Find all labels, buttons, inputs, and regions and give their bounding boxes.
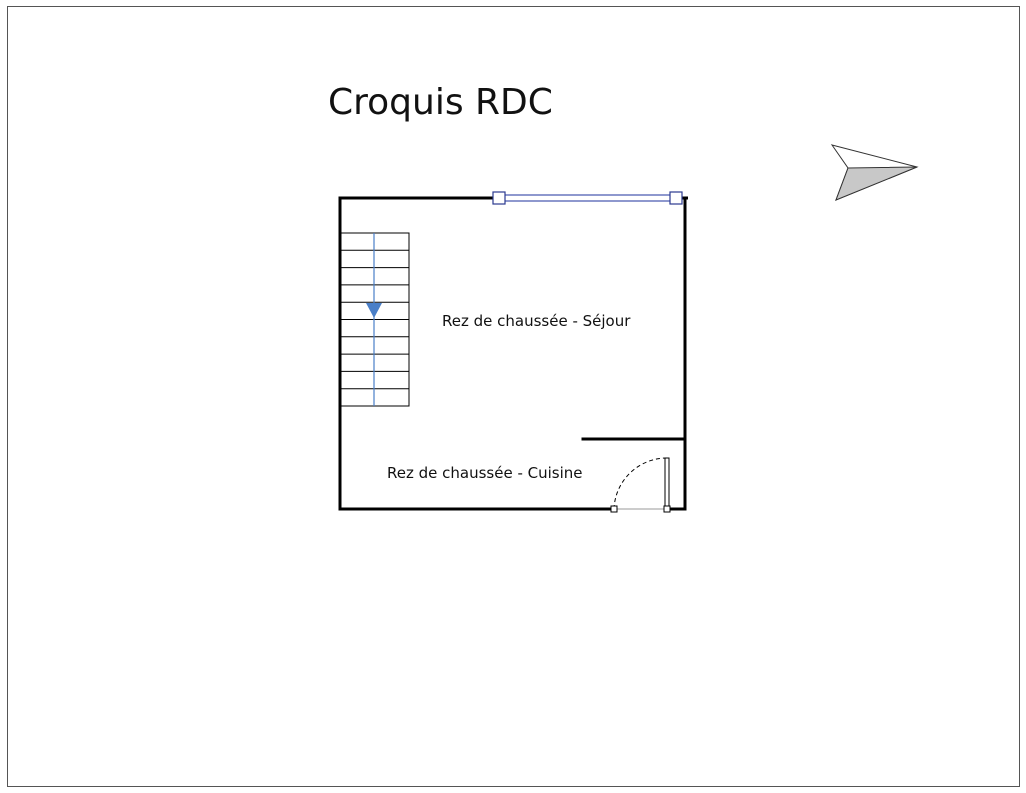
door	[610, 457, 671, 513]
door-grip-right	[663, 505, 671, 513]
sheet-border	[7, 6, 1020, 787]
stair-treads	[341, 249, 409, 390]
door-swing-arc	[613, 457, 668, 510]
window-grip-right	[669, 191, 683, 205]
window	[492, 191, 688, 205]
room-label-sejour: Rez de chaussée - Séjour	[442, 312, 631, 330]
plan-title: Croquis RDC	[328, 82, 553, 123]
door-leaf	[664, 457, 670, 510]
room-label-cuisine: Rez de chaussée - Cuisine	[387, 464, 583, 482]
north-arrow-icon	[830, 144, 919, 201]
door-grip-left	[610, 505, 618, 513]
window-grip-left	[492, 191, 506, 205]
arrow-down-icon	[366, 303, 382, 318]
stair	[340, 232, 410, 407]
walls	[338, 196, 687, 511]
